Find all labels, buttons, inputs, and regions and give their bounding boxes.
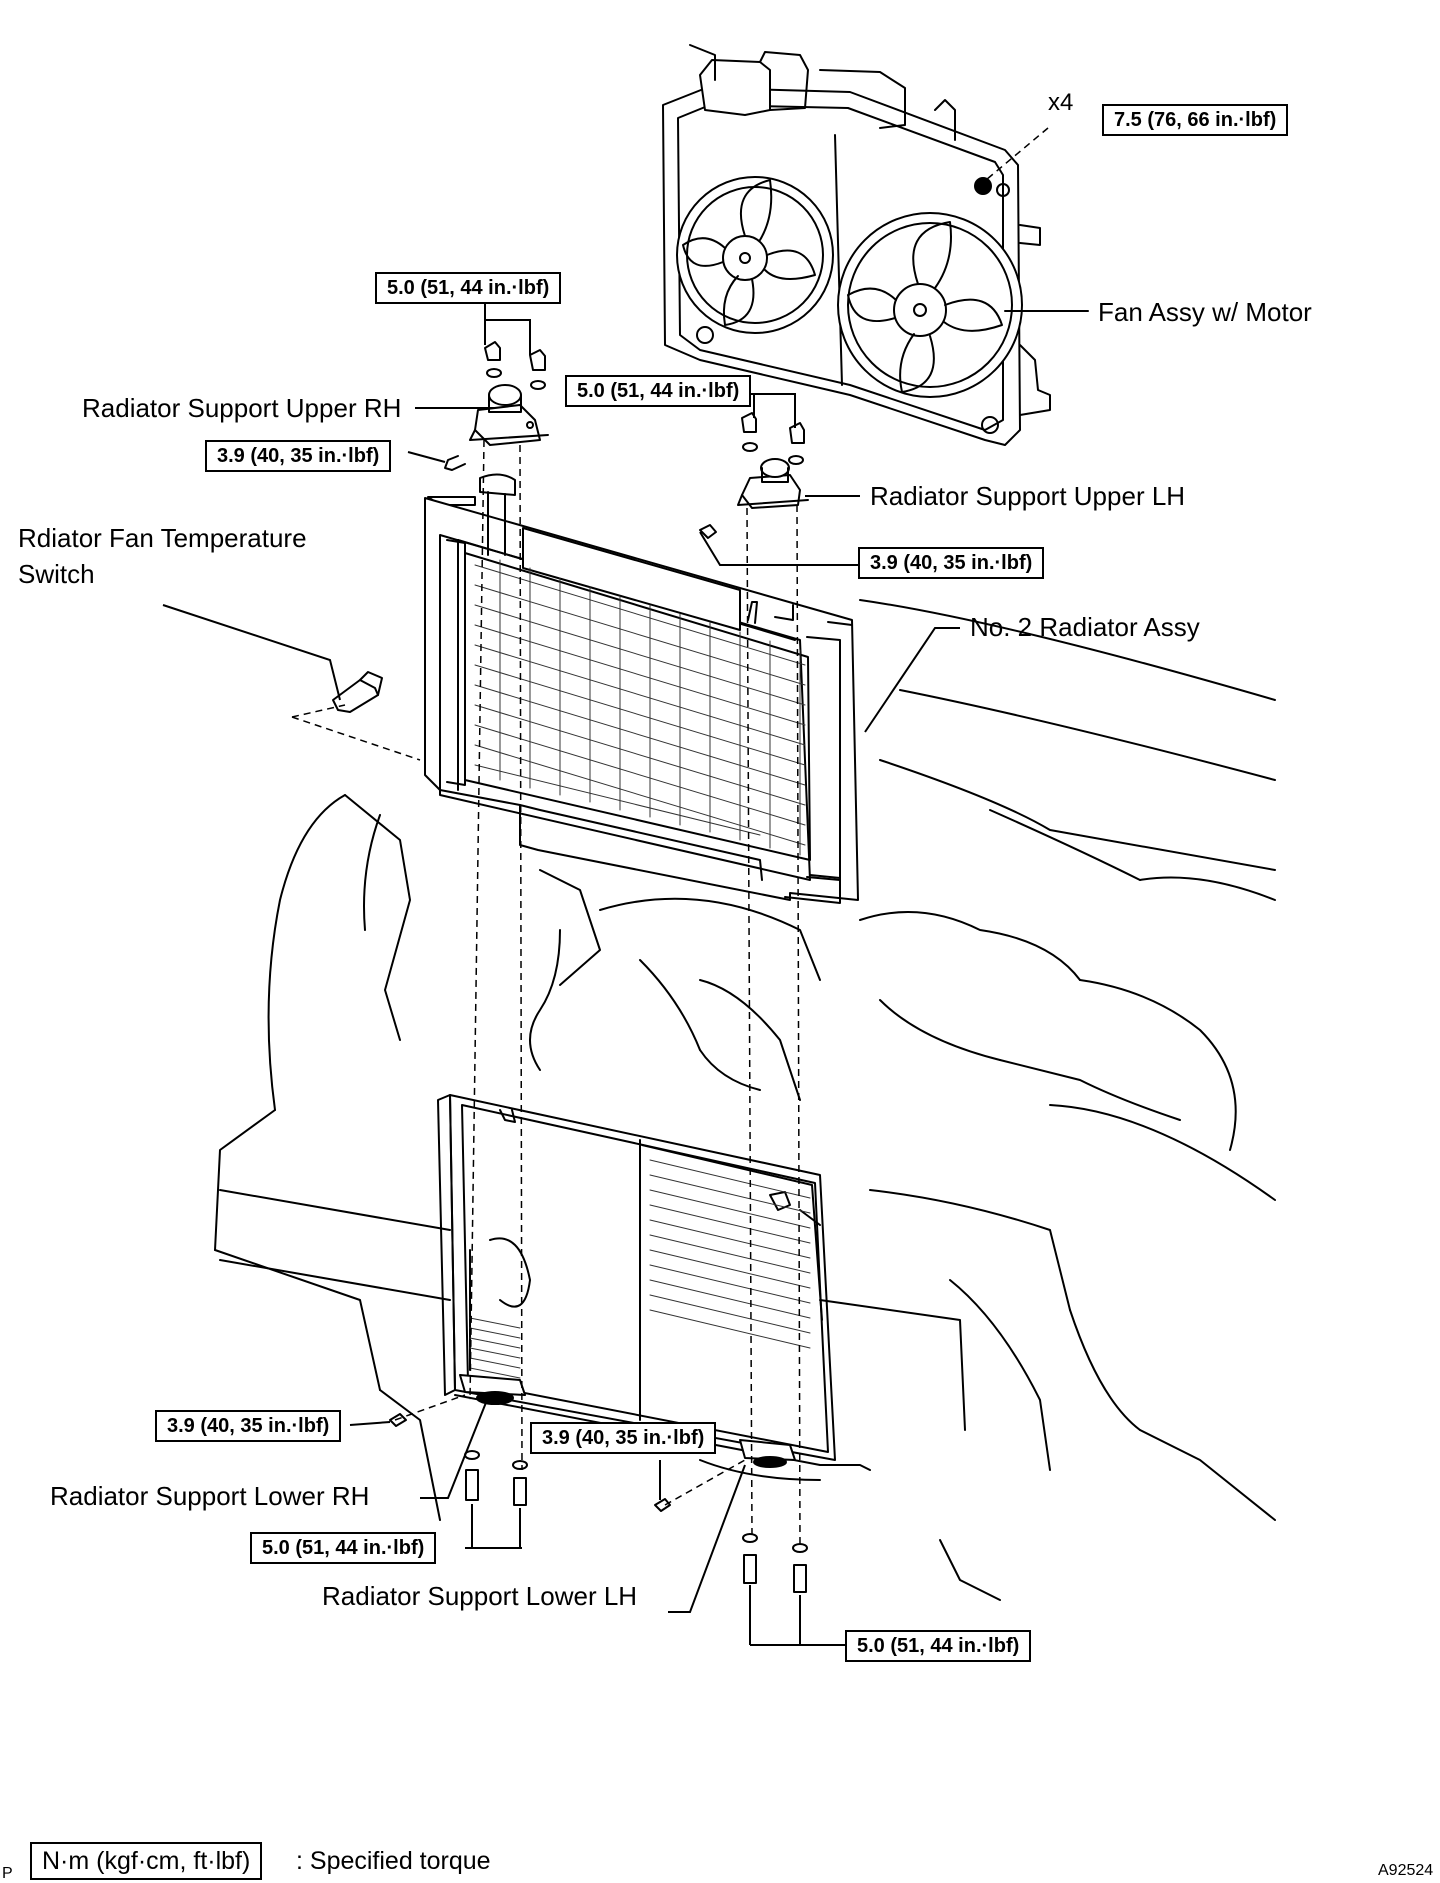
torque-fan-bolts: 7.5 (76, 66 in.·lbf) xyxy=(1102,104,1289,136)
support-lower-lh-drawing xyxy=(654,1439,808,1593)
fan-temp-switch-drawing xyxy=(332,671,383,713)
support-upper-lh-drawing xyxy=(699,412,809,539)
no2-radiator-drawing xyxy=(424,473,859,904)
legend-description: : Specified torque xyxy=(296,1847,491,1875)
legend-unit-box: N·m (kgf·cm, ft·lbf) xyxy=(30,1842,263,1880)
torque-lower-rh-bottom: 5.0 (51, 44 in.·lbf) xyxy=(250,1532,437,1564)
label-support-upper-rh: Radiator Support Upper RH xyxy=(82,393,402,423)
label-fan-temp-switch-line1: Rdiator Fan Temperature xyxy=(18,523,307,553)
label-no2-radiator: No. 2 Radiator Assy xyxy=(970,612,1200,642)
label-fan-assy: Fan Assy w/ Motor xyxy=(1098,297,1312,327)
torque-upper-rh-side: 3.9 (40, 35 in.·lbf) xyxy=(205,440,392,472)
support-lower-rh-drawing xyxy=(389,1374,528,1506)
torque-upper-lh-top: 5.0 (51, 44 in.·lbf) xyxy=(565,375,752,407)
fan-assembly-drawing xyxy=(662,44,1089,446)
label-support-lower-lh: Radiator Support Lower LH xyxy=(322,1581,638,1611)
figure-id: A92524 xyxy=(1378,1862,1434,1879)
torque-lower-lh-bottom: 5.0 (51, 44 in.·lbf) xyxy=(845,1630,1032,1662)
radiator-core-mesh xyxy=(474,559,806,856)
torque-upper-rh-top: 5.0 (51, 44 in.·lbf) xyxy=(375,272,562,304)
torque-lower-lh-side: 3.9 (40, 35 in.·lbf) xyxy=(530,1422,717,1454)
bolt-quantity-label: x4 xyxy=(1048,89,1074,116)
torque-upper-lh-side: 3.9 (40, 35 in.·lbf) xyxy=(858,547,1045,579)
vehicle-body-drawing xyxy=(214,599,1276,1601)
corner-mark: P xyxy=(2,1865,13,1882)
condenser-fins xyxy=(469,1159,811,1379)
alignment-lines xyxy=(291,127,1049,1546)
leader-lines xyxy=(162,300,960,1646)
support-upper-rh-drawing xyxy=(444,341,549,471)
torque-lower-rh-side: 3.9 (40, 35 in.·lbf) xyxy=(155,1410,342,1442)
label-support-upper-lh: Radiator Support Upper LH xyxy=(870,481,1186,511)
label-support-lower-rh: Radiator Support Lower RH xyxy=(50,1481,370,1511)
label-fan-temp-switch-line2: Switch xyxy=(18,559,95,589)
